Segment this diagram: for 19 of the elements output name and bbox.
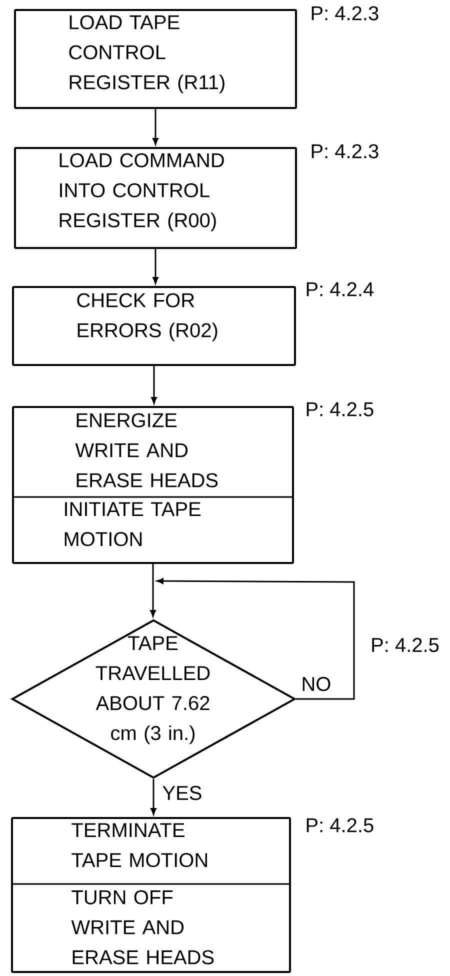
- arrow: [156, 578, 355, 700]
- arrow: [152, 109, 158, 145]
- process-box: ENERGIZE WRITE AND ERASE HEADS INITIATE TAPE MOTION: [12, 406, 294, 564]
- arrow: [150, 564, 156, 617]
- edge-label: NO: [302, 676, 330, 692]
- process-box: LOAD COMMAND INTO CONTROL REGISTER (R00): [14, 147, 297, 249]
- reference-label: P: 4.2.5: [306, 818, 374, 832]
- process-box: LOAD TAPE CONTROL REGISTER (R11): [14, 9, 297, 109]
- arrow: [151, 366, 157, 404]
- reference-label: P: 4.2.5: [372, 638, 439, 652]
- reference-label: P: 4.2.4: [306, 282, 374, 296]
- process-box: CHECK FOR ERRORS (R02): [12, 286, 296, 366]
- process-box: TERMINATE TAPE MOTION TURN OFF WRITE AND ERASE HEADS: [11, 817, 291, 973]
- arrow: [152, 249, 158, 284]
- arrow: [150, 779, 156, 815]
- reference-label: P: 4.2.3: [312, 6, 378, 20]
- reference-label: P: 4.2.3: [312, 144, 378, 158]
- edge-label: YES: [162, 786, 202, 800]
- reference-label: P: 4.2.5: [306, 402, 374, 416]
